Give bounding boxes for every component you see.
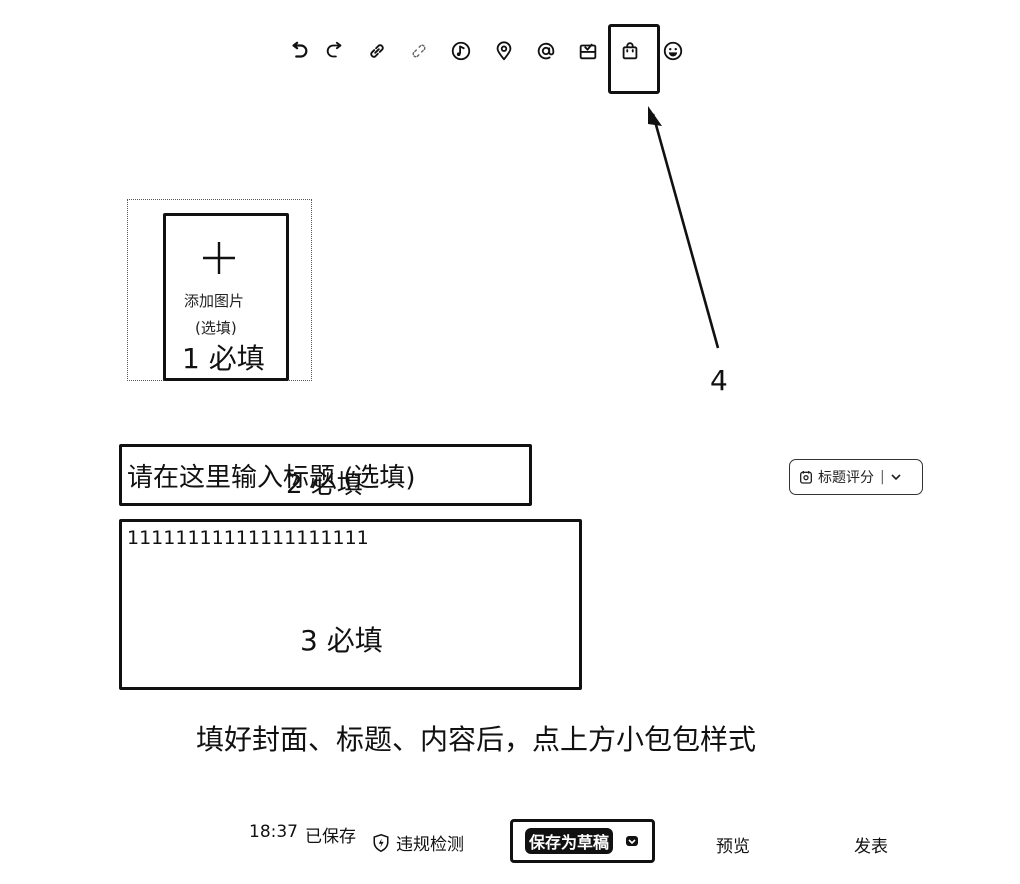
content-step-label: 3 必填 [300, 624, 383, 657]
save-status: 已保存 [305, 827, 356, 847]
plus-icon[interactable] [201, 240, 237, 276]
title-step-label: 2 必填 [286, 470, 363, 500]
content-editor[interactable] [119, 519, 582, 690]
redo-icon [326, 41, 342, 58]
at-icon [537, 42, 555, 60]
save-draft-label: 保存为草稿 [525, 828, 614, 854]
insert-emoji-button[interactable] [660, 38, 686, 64]
divider: | [880, 469, 885, 485]
remove-link-button[interactable] [406, 38, 432, 64]
caret-down-icon[interactable] [625, 834, 639, 848]
publish-button[interactable]: 发表 [854, 837, 888, 857]
insert-location-button[interactable] [491, 38, 517, 64]
content-text[interactable]: 11111111111111111111 [127, 527, 369, 549]
insert-product-button[interactable] [617, 38, 643, 64]
insert-vote-button[interactable] [575, 38, 601, 64]
title-input[interactable] [119, 444, 532, 506]
instruction-text: 填好封面、标题、内容后，点上方小包包样式 [196, 723, 757, 756]
annotation-arrow [648, 106, 720, 349]
bag-step-label: 4 [710, 364, 728, 397]
music-icon [451, 41, 471, 61]
score-icon [800, 471, 812, 484]
undo-icon [292, 41, 308, 58]
vote-icon [579, 43, 597, 60]
preview-button[interactable]: 预览 [716, 837, 750, 857]
redo-button[interactable] [322, 38, 348, 64]
undo-button[interactable] [286, 38, 312, 64]
save-time: 18:37 [249, 822, 298, 842]
emoji-icon [663, 41, 683, 61]
title-placeholder: 请在这里输入标题 (选填) [127, 463, 416, 493]
shopping-bag-icon [622, 42, 638, 60]
cover-optional-label: (选填) [195, 319, 237, 337]
title-score-label: 标题评分 [818, 470, 874, 486]
insert-music-button[interactable] [448, 38, 474, 64]
add-image-label: 添加图片 [184, 292, 245, 310]
violation-check-label: 违规检测 [396, 835, 464, 855]
unlink-icon [412, 44, 426, 58]
shield-icon [373, 833, 389, 852]
mention-button[interactable] [533, 38, 559, 64]
cover-highlight-box [163, 213, 289, 381]
title-score-button[interactable]: 标题评分 | [789, 459, 923, 495]
violation-check-button[interactable]: 违规检测 [372, 830, 464, 855]
chevron-down-icon[interactable] [890, 471, 902, 483]
insert-link-button[interactable] [364, 38, 390, 64]
link-icon [370, 44, 384, 58]
cover-step-label: 1 必填 [182, 342, 265, 375]
bag-highlight-box [608, 24, 660, 94]
save-draft-button[interactable]: 保存为草稿 [510, 819, 655, 863]
location-icon [496, 41, 512, 61]
